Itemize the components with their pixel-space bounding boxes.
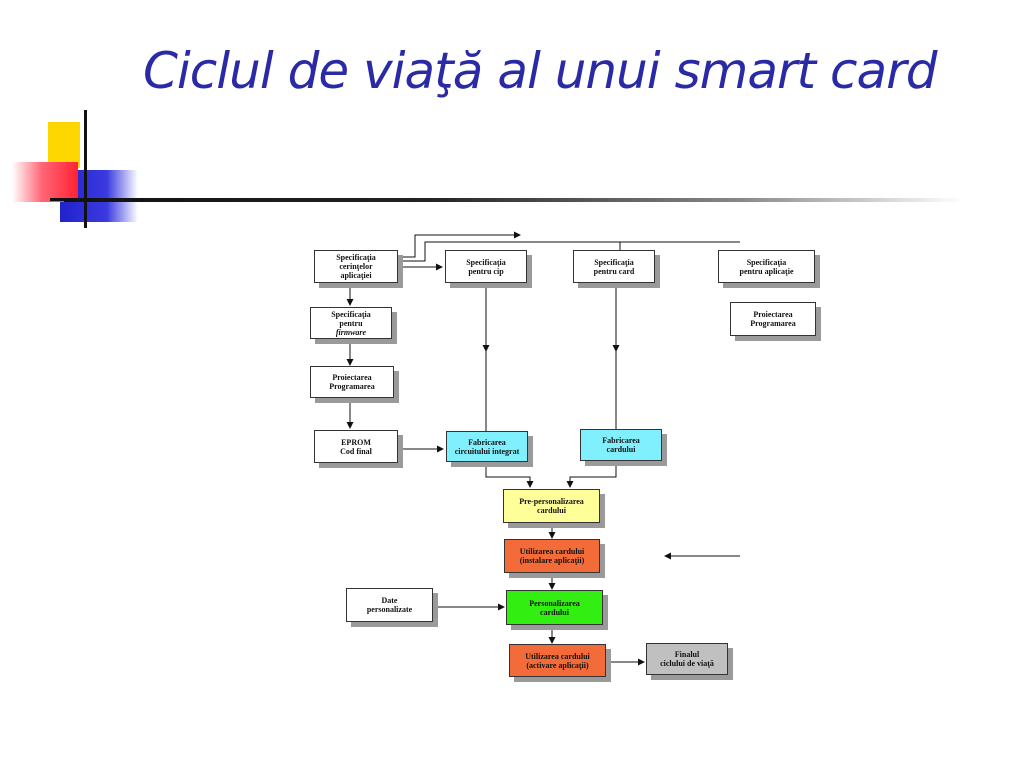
connector-right-utilizare [664, 552, 740, 560]
box-utilizare-instalare: Utilizarea cardului(instalare aplicaţii) [504, 539, 600, 573]
vertical-line [84, 110, 87, 228]
corner-decoration [0, 110, 140, 230]
connector-fabcard-pre [566, 461, 617, 488]
connector-lines [346, 231, 740, 666]
connector-fabcircuit-pre [485, 462, 534, 488]
title-underline [64, 198, 964, 202]
box-utilizare-activare: Utilizarea cardului(activare aplicaţii) [509, 644, 606, 677]
connector-top-1 [398, 231, 521, 258]
connector-top-4 [520, 241, 740, 243]
yellow-square [48, 122, 80, 168]
slide-title: Ciclul de viaţă al unui smart card [143, 42, 937, 100]
red-square [12, 162, 78, 202]
